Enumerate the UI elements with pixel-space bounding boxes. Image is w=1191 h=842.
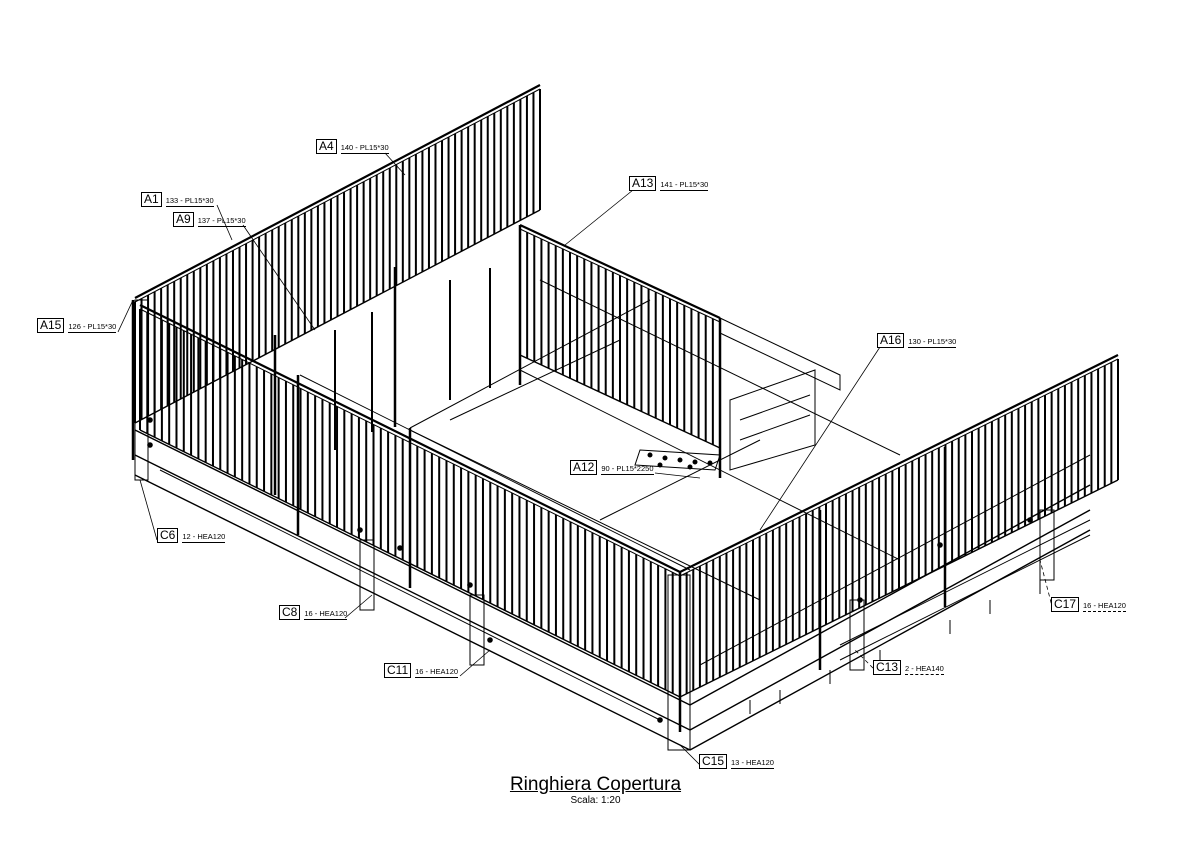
- label-c13: C13 2 - HEA140: [873, 660, 944, 675]
- bracket-rung: [739, 414, 811, 441]
- drawing-title: Ringhiera Copertura: [509, 774, 682, 795]
- leader-c17: [1039, 559, 1054, 611]
- support-column: [1039, 509, 1055, 581]
- support-column: [359, 539, 375, 611]
- label-c6: C6 12 - HEA120: [157, 528, 226, 543]
- leader-a9: [242, 224, 316, 331]
- bolt: [707, 460, 713, 466]
- leader-a16: [759, 346, 881, 531]
- label-spec: 16 - HEA120: [304, 609, 348, 620]
- label-mark: A15: [37, 318, 65, 333]
- label-mark: C11: [384, 663, 412, 678]
- label-mark: C6: [157, 528, 179, 543]
- bolt: [647, 452, 653, 458]
- leader-c8: [344, 594, 373, 619]
- deck-plank: [599, 439, 761, 521]
- leader-a13: [564, 189, 634, 246]
- label-a13: A13 141 - PL15*30: [629, 176, 709, 191]
- bolt: [397, 545, 403, 551]
- bolt: [687, 464, 693, 470]
- railing-balusters: [134, 89, 1119, 697]
- label-spec: 130 - PL15*30: [908, 337, 957, 348]
- leader-lines: [117, 152, 1054, 768]
- bolt: [657, 717, 663, 723]
- bolt: [662, 455, 668, 461]
- label-mark: C8: [279, 605, 301, 620]
- bolt: [147, 442, 153, 448]
- bolt: [147, 417, 153, 423]
- beam-front-left-inner: [159, 469, 661, 721]
- deck-edge-1: [299, 374, 691, 571]
- label-mark: A9: [173, 212, 194, 227]
- steel-structure: [131, 84, 1119, 751]
- label-mark: C13: [873, 660, 902, 675]
- beam-secondary-right: [839, 519, 1091, 646]
- beam-front-right-top: [689, 484, 1091, 706]
- label-spec: 90 - PL15*2250: [601, 464, 654, 475]
- drawing-scale: Scala: 1:20: [570, 795, 621, 806]
- beam-front-left-top: [134, 429, 691, 706]
- label-spec: 126 - PL15*30: [68, 322, 117, 333]
- label-mark: C17: [1051, 597, 1080, 612]
- bracket-rung: [739, 394, 811, 421]
- label-spec: 141 - PL15*30: [660, 180, 709, 191]
- label-c11: C11 16 - HEA120: [384, 663, 459, 678]
- label-c8: C8 16 - HEA120: [279, 605, 348, 620]
- railing-back-left-top-rail: [134, 84, 541, 299]
- label-spec: 140 - PL15*30: [340, 143, 389, 154]
- label-mark: A13: [629, 176, 657, 191]
- leader-c11: [459, 649, 491, 677]
- leader-c6: [139, 479, 158, 541]
- roof-beam-top: [719, 317, 841, 391]
- beam-secondary-right-b: [839, 534, 1091, 661]
- label-spec: 137 - PL15*30: [197, 216, 246, 227]
- label-mark: C15: [699, 754, 728, 769]
- label-a16: A16 130 - PL15*30: [877, 333, 957, 348]
- beam-front-left-bottom: [134, 474, 691, 751]
- label-spec: 16 - HEA120: [1083, 601, 1126, 612]
- label-spec: 13 - HEA120: [731, 758, 774, 769]
- leader-a1: [216, 204, 233, 241]
- bracket-frame: [729, 369, 816, 471]
- label-mark: A16: [877, 333, 905, 348]
- leader-c15: [679, 744, 703, 768]
- label-spec: 133 - PL15*30: [165, 196, 214, 207]
- label-c17: C17 16 - HEA120: [1051, 597, 1126, 612]
- label-a12: A12 90 - PL15*2250: [570, 460, 654, 475]
- beam-front-right-bottom: [689, 529, 1091, 751]
- beam-front-left-mid: [134, 454, 691, 731]
- bolt: [692, 459, 698, 465]
- label-a4: A4 140 - PL15*30: [316, 139, 389, 154]
- label-c15: C15 13 - HEA120: [699, 754, 774, 769]
- leader-c13: [854, 649, 879, 674]
- label-a9: A9 137 - PL15*30: [173, 212, 246, 227]
- leader-a4: [384, 152, 406, 176]
- bolt: [487, 637, 493, 643]
- leader-a15: [117, 299, 134, 333]
- label-spec: 2 - HEA140: [905, 664, 944, 675]
- deck-edge-4: [409, 429, 761, 601]
- label-spec: 12 - HEA120: [182, 532, 226, 543]
- bolt: [657, 462, 663, 468]
- leader-a12: [654, 472, 701, 479]
- label-spec: 16 - HEA120: [415, 667, 459, 678]
- railing-back-right-top-rail: [519, 224, 721, 319]
- label-mark: A1: [141, 192, 162, 207]
- support-column: [469, 594, 485, 666]
- title-block: Ringhiera Copertura Scala: 1:20: [0, 774, 1191, 806]
- label-a15: A15 126 - PL15*30: [37, 318, 117, 333]
- bolt-plate: [634, 449, 721, 471]
- deck-edge-2: [409, 299, 651, 429]
- bolt: [677, 457, 683, 463]
- railing-front-right-top-rail: [679, 354, 1119, 573]
- label-mark: A12: [570, 460, 598, 475]
- label-a1: A1 133 - PL15*30: [141, 192, 214, 207]
- label-mark: A4: [316, 139, 337, 154]
